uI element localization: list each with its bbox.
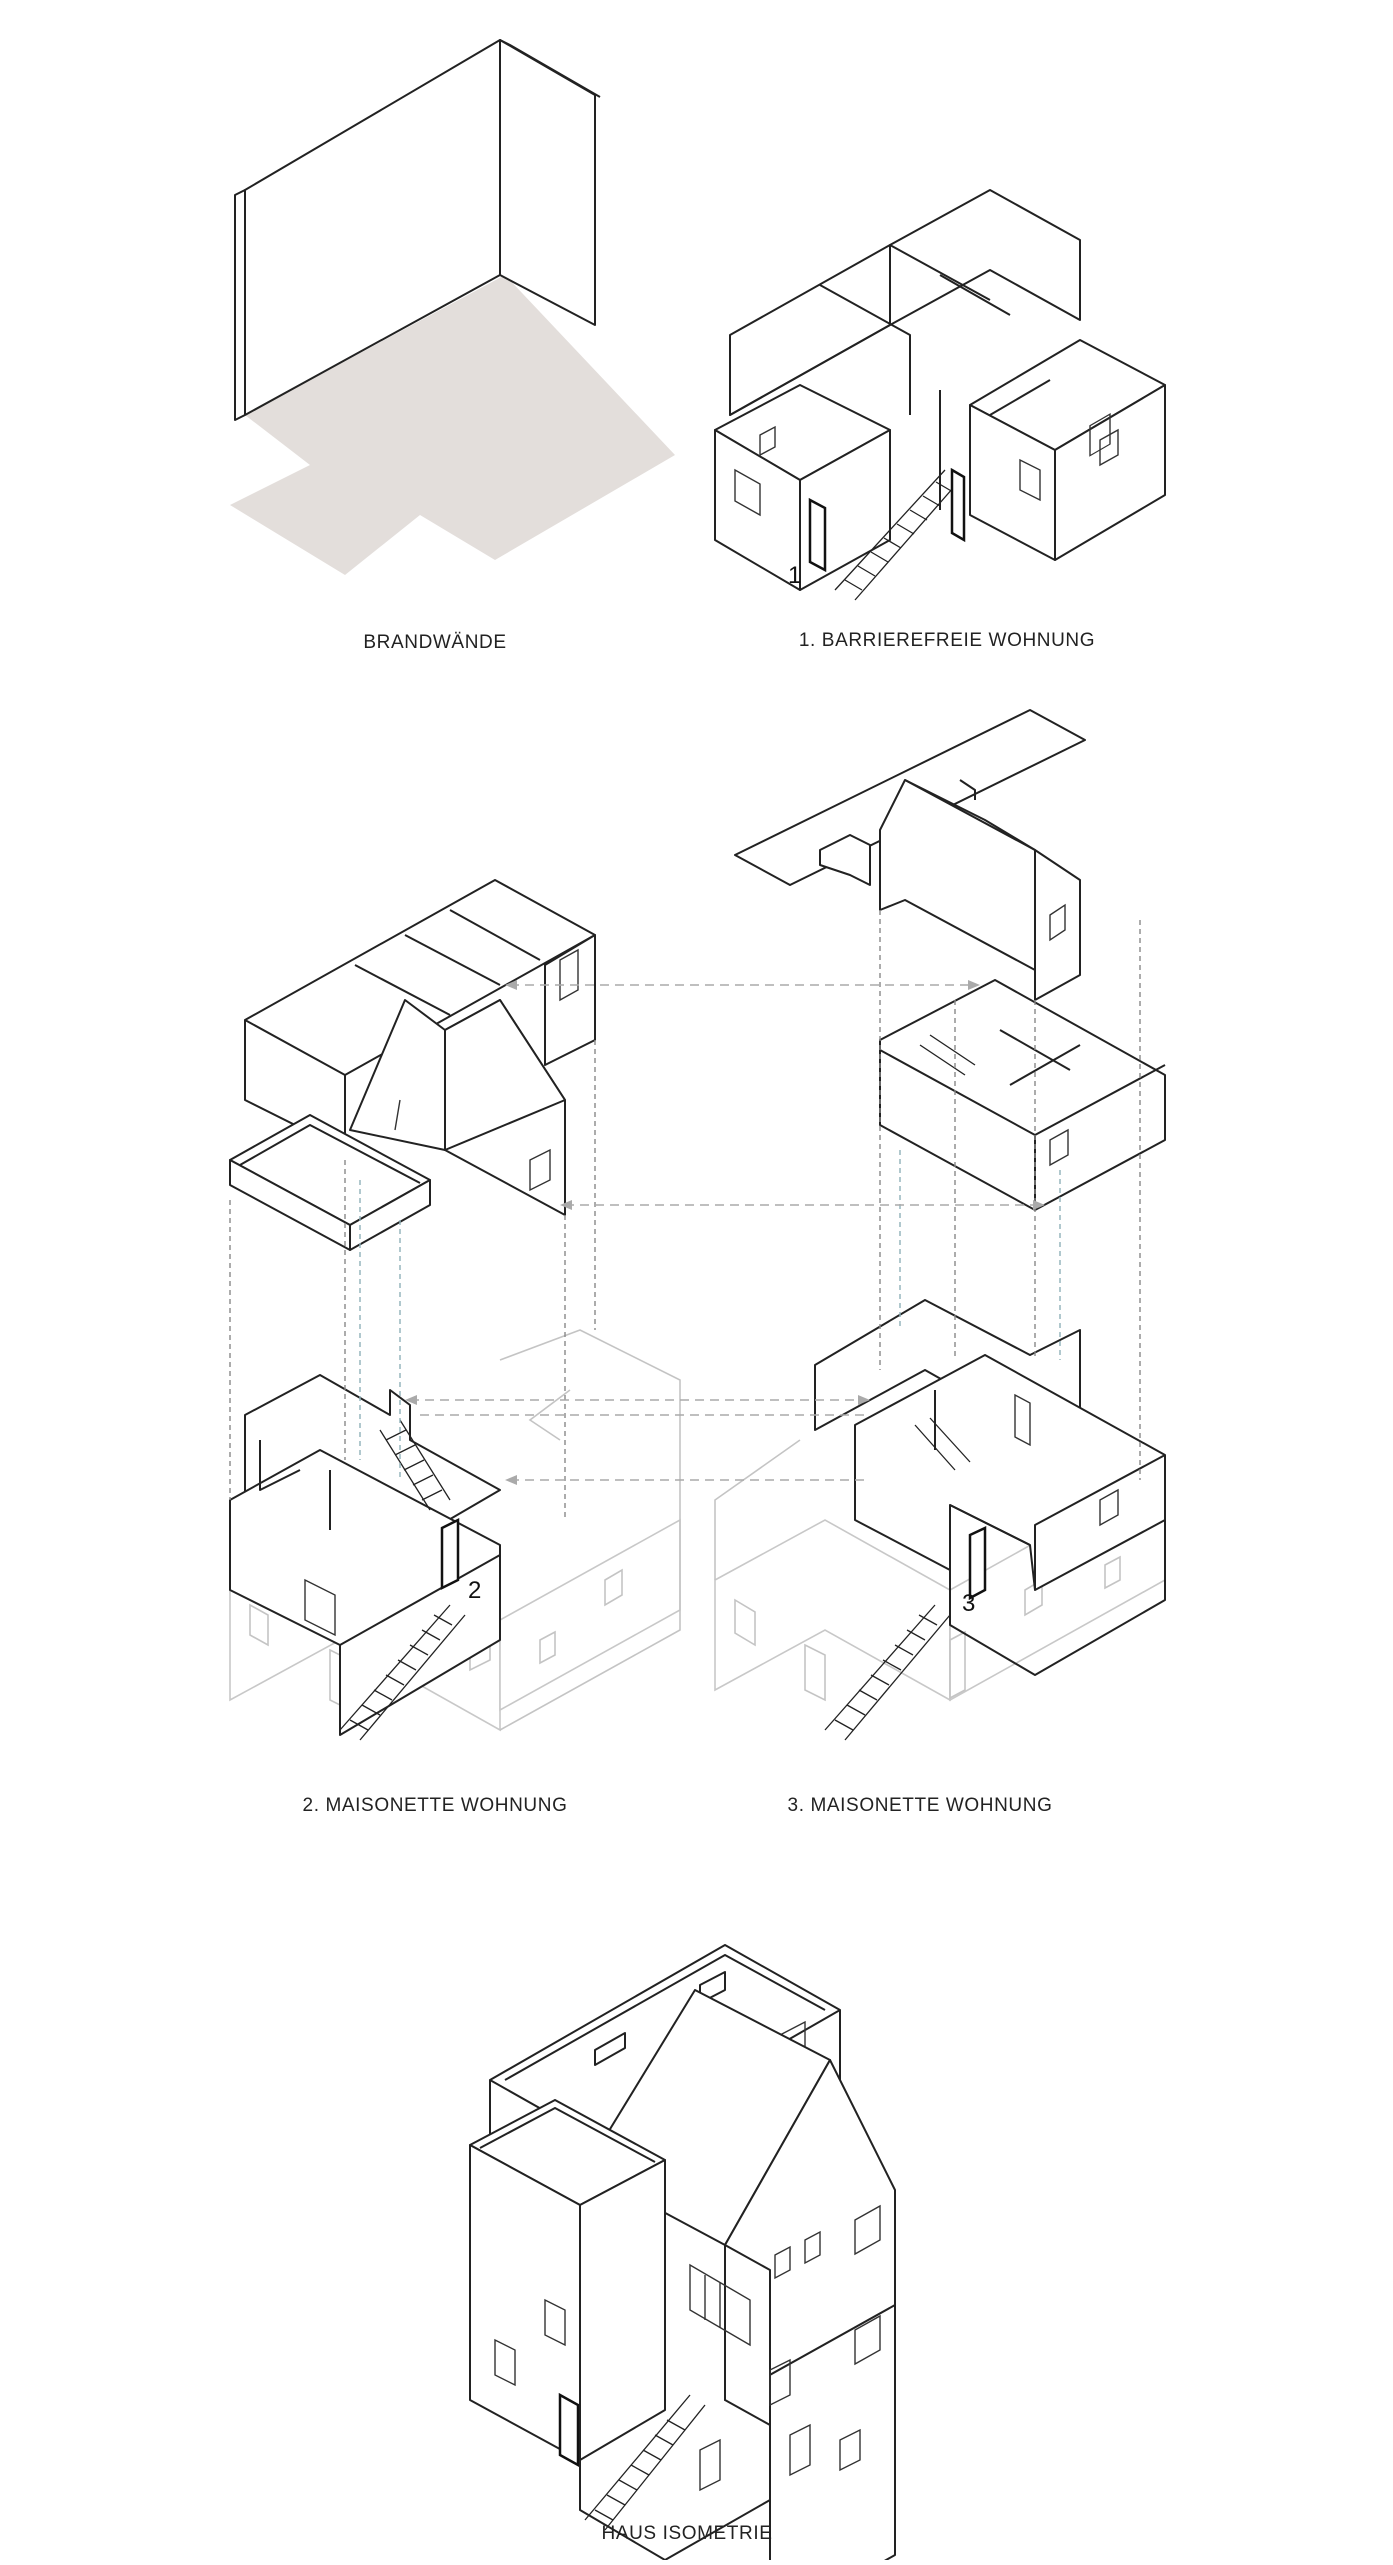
caption-haus-isometrie: HAUS ISOMETRIE bbox=[601, 2523, 773, 2544]
drawing-wohnung-3 bbox=[714, 709, 1166, 1741]
drawing-wohnung-1 bbox=[714, 189, 1166, 601]
drawing-haus-isometrie bbox=[469, 1944, 896, 2565]
unit-marker-1: 1 bbox=[788, 562, 802, 589]
stair-icon bbox=[824, 1604, 951, 1741]
party-wall-thickness bbox=[234, 189, 246, 421]
door-icon bbox=[558, 2392, 580, 2468]
party-wall-top-edge bbox=[499, 39, 601, 98]
door-icon bbox=[808, 497, 827, 573]
relation-arrows bbox=[405, 980, 1045, 1485]
caption-wohnung-2: 2. MAISONETTE WOHNUNG bbox=[302, 1795, 568, 1816]
stair-icon bbox=[339, 1604, 466, 1741]
stair-icon bbox=[584, 2394, 706, 2531]
door-icon bbox=[440, 1517, 460, 1591]
caption-brandwaende: BRANDWÄNDE bbox=[363, 632, 507, 653]
unit-marker-2: 2 bbox=[468, 1577, 482, 1604]
floor-shadow bbox=[230, 275, 675, 575]
drawing-brandwaende bbox=[230, 39, 675, 575]
caption-wohnung-3: 3. MAISONETTE WOHNUNG bbox=[787, 1795, 1053, 1816]
door-icon bbox=[968, 1526, 987, 1601]
unit-marker-3: 3 bbox=[962, 1590, 976, 1617]
caption-wohnung-1: 1. BARRIEREFREIE WOHNUNG bbox=[798, 630, 1096, 651]
party-wall-right bbox=[499, 39, 596, 326]
drawing-wohnung-2 bbox=[229, 879, 681, 1741]
